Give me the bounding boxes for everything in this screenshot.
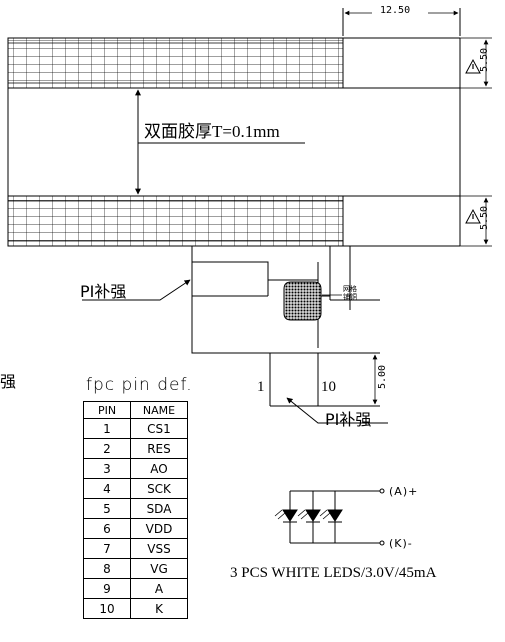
pin-table-header: PIN NAME (83, 401, 188, 419)
pin-cell: 5 (83, 498, 131, 519)
fpc-tail (191, 246, 380, 407)
pin-cell: 1 (83, 418, 131, 439)
pi-leader-left (82, 279, 191, 301)
led-diode-icon (274, 509, 298, 523)
header-pin: PIN (83, 401, 131, 419)
name-cell: RES (130, 438, 188, 459)
adhesive-arrow (135, 89, 305, 195)
pin-cell: 8 (83, 558, 131, 579)
header-name: NAME (130, 401, 188, 419)
dim-right (460, 37, 492, 247)
mesh-note-line1: 网格 (343, 285, 357, 293)
outline (7, 8, 461, 247)
pin-table-title: fpc pin def. (86, 375, 193, 395)
pi-label-right: PI补强 (325, 410, 372, 429)
name-cell: SDA (130, 498, 188, 519)
pi-leader-right (286, 397, 388, 424)
anode-label: (A)+ (389, 485, 419, 498)
pi-label-left: PI补强 (80, 282, 127, 301)
name-cell: SCK (130, 478, 188, 499)
dim-band-top-label: 5.50 (479, 47, 490, 72)
top-grid-band (7, 37, 344, 89)
warning-triangle-icon (465, 208, 481, 224)
pin10-marker: 10 (321, 379, 336, 395)
dim-top-label: 12.50 (380, 5, 411, 16)
pin-cell: 4 (83, 478, 131, 499)
pin1-marker: 1 (257, 379, 265, 395)
cathode-label: (K)- (389, 537, 413, 550)
name-cell: CS1 (130, 418, 188, 439)
bottom-grid-band (7, 195, 344, 247)
name-cell: K (130, 598, 188, 619)
dim-tail-label: 5.00 (377, 364, 388, 389)
dim-band-bottom-label: 5.50 (479, 205, 490, 230)
name-cell: VSS (130, 538, 188, 559)
name-cell: VDD (130, 518, 188, 539)
pin-cell: 2 (83, 438, 131, 459)
name-cell: AO (130, 458, 188, 479)
edge-char: 强 (0, 372, 17, 391)
adhesive-label: 双面胶厚T=0.1mm (144, 122, 280, 141)
pin-cell: 9 (83, 578, 131, 599)
name-cell: A (130, 578, 188, 599)
led-spec-label: 3 PCS WHITE LEDS/3.0V/45mA (230, 565, 437, 581)
pin-cell: 3 (83, 458, 131, 479)
pin-cell: 7 (83, 538, 131, 559)
led-diode-icon (319, 509, 343, 523)
name-cell: VG (130, 558, 188, 579)
pin-cell: 6 (83, 518, 131, 539)
pin-cell: 10 (83, 598, 131, 619)
mesh-copper-pad (283, 281, 342, 321)
warning-triangle-icon (465, 58, 481, 74)
led-diode-icon (297, 509, 321, 523)
mesh-note-line2: 铺铜 (343, 293, 357, 301)
